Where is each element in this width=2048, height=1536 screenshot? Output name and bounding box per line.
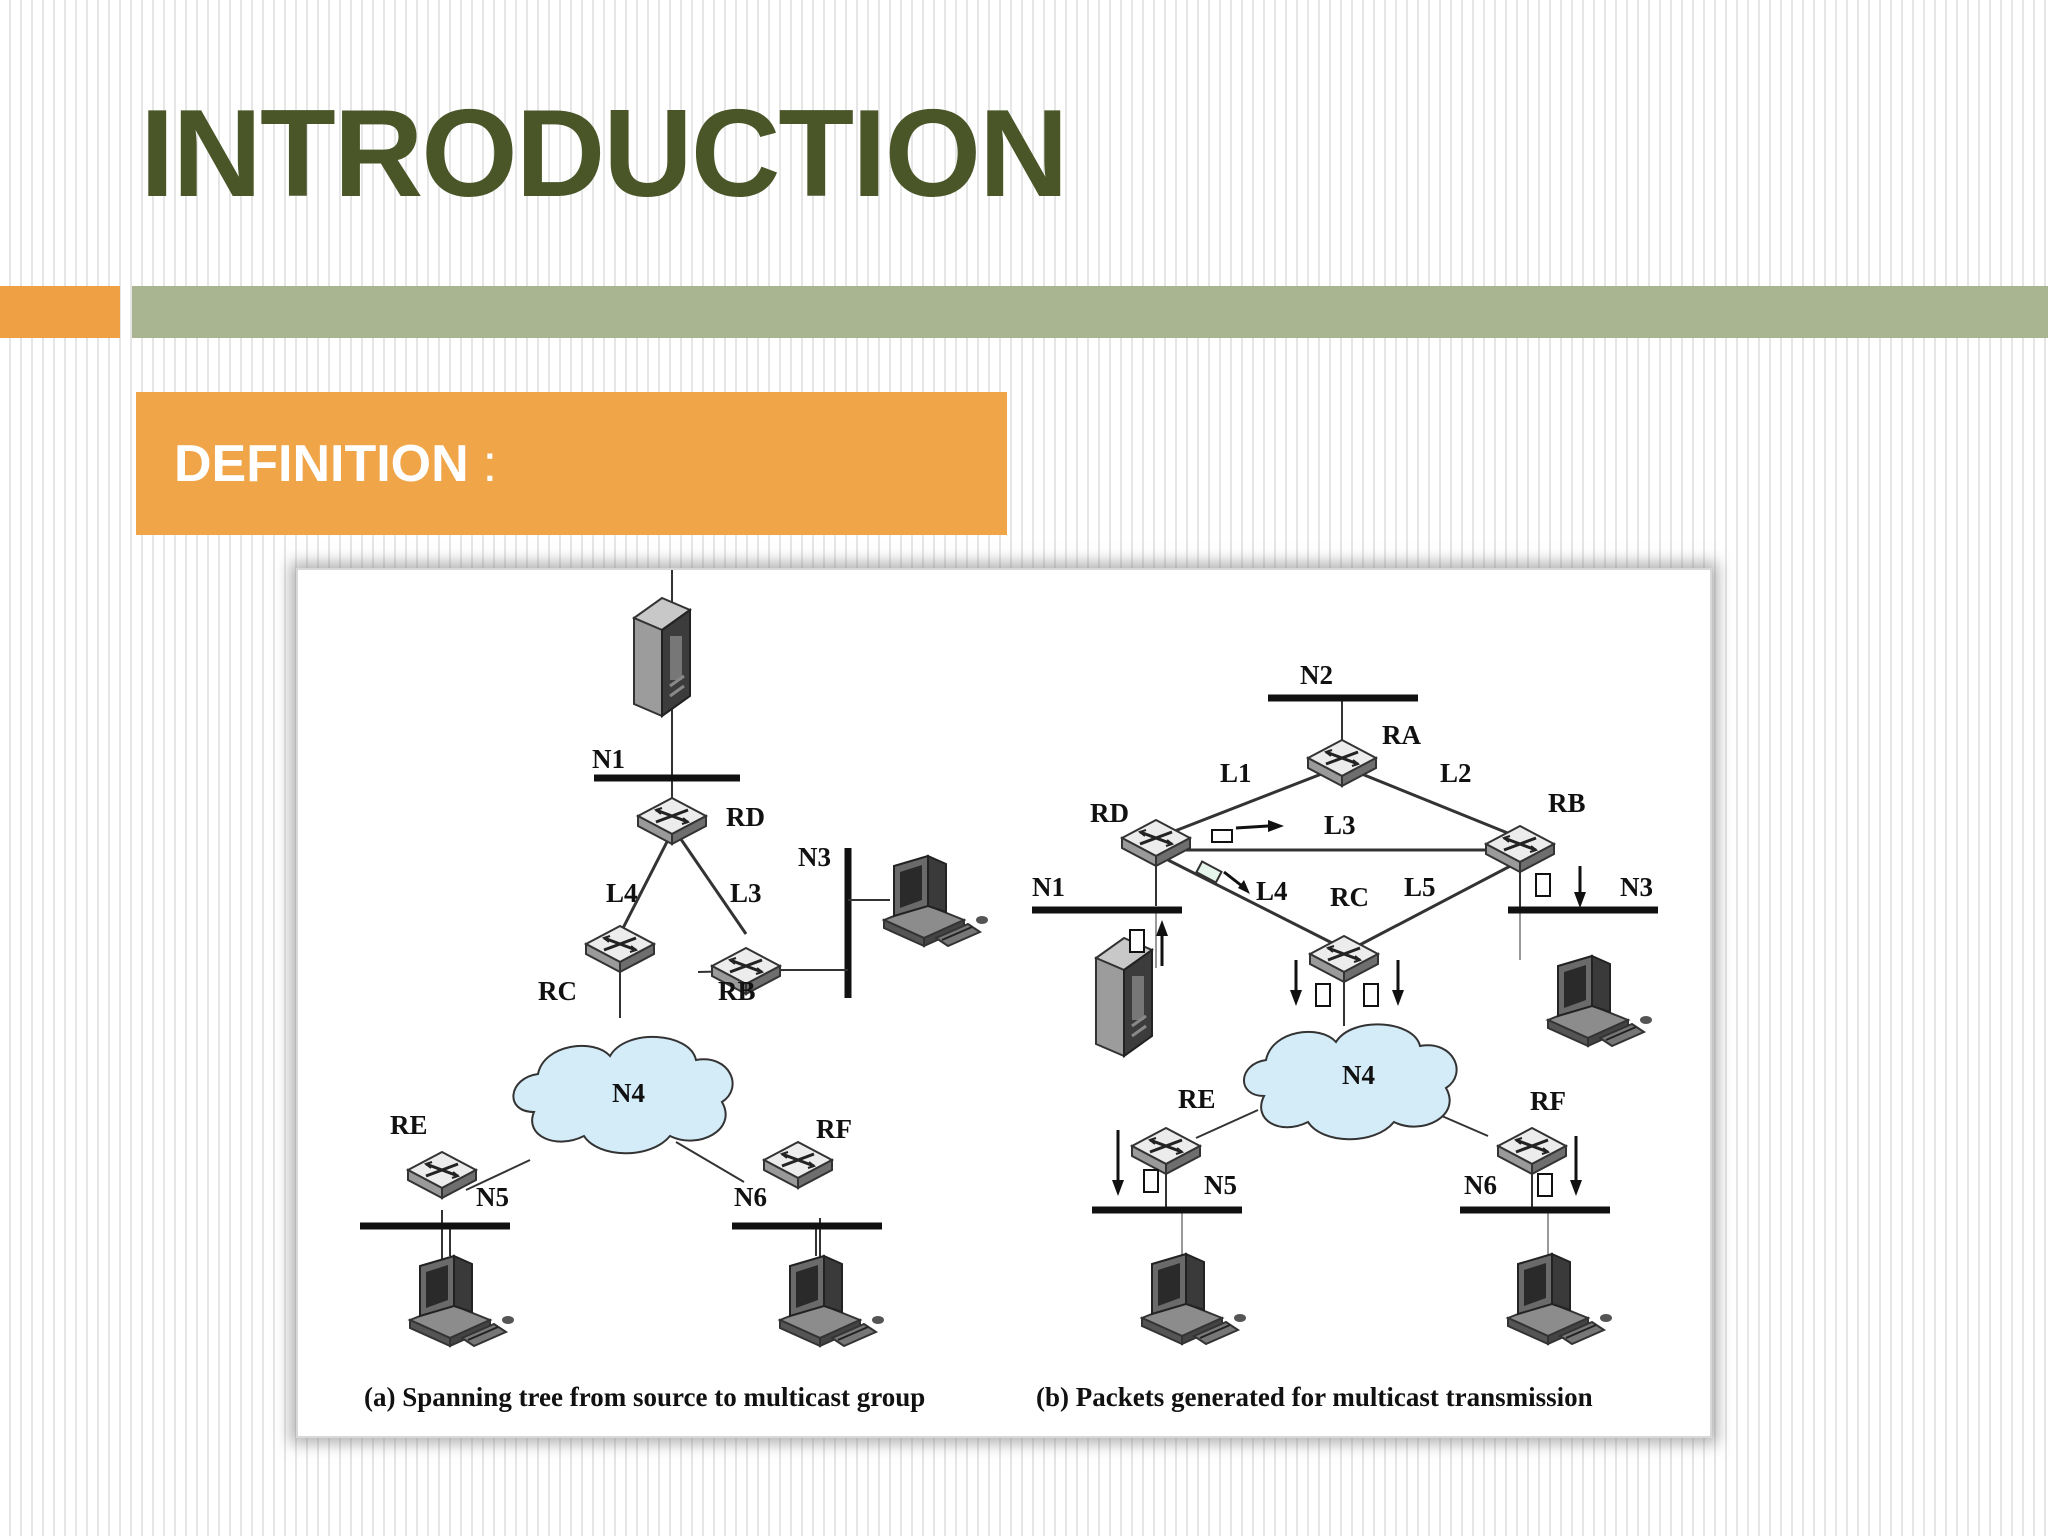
label-rc: RC	[538, 976, 577, 1006]
label-n5: N5	[476, 1182, 509, 1212]
label-n5: N5	[1204, 1170, 1237, 1200]
network-cloud-icon	[512, 1036, 734, 1155]
server-icon	[632, 596, 692, 718]
router-icon	[1306, 738, 1378, 788]
label-l3: L3	[1324, 810, 1356, 840]
definition-label: DEFINITION	[174, 434, 469, 493]
arrow-icon	[1129, 920, 1168, 966]
label-l2: L2	[1440, 758, 1472, 788]
packet-icon	[1211, 820, 1284, 843]
network-cloud-icon	[1243, 1023, 1458, 1141]
label-n6: N6	[1464, 1170, 1497, 1200]
label-n3: N3	[1620, 872, 1653, 902]
label-n2: N2	[1300, 660, 1333, 690]
slide-title: INTRODUCTION	[140, 85, 1069, 223]
label-n4: N4	[1342, 1060, 1375, 1090]
workstation-icon	[1141, 1253, 1247, 1345]
router-icon	[584, 924, 656, 974]
label-n6: N6	[734, 1182, 767, 1212]
router-icon	[406, 1150, 478, 1200]
label-rd: RD	[1090, 798, 1129, 828]
label-re: RE	[1178, 1084, 1216, 1114]
router-icon	[1130, 1126, 1202, 1176]
definition-colon: :	[482, 434, 498, 493]
router-icon	[762, 1140, 834, 1190]
arrow-icon	[1290, 960, 1331, 1007]
multicast-diagram: N1 RD N3 L4 L3 RC RB N4 RE RF N5 N6	[360, 570, 1658, 1412]
router-icon	[1120, 818, 1192, 868]
workstation-icon	[779, 1255, 885, 1347]
router-icon	[1308, 934, 1380, 984]
arrow-icon	[1112, 1130, 1159, 1196]
definition-box: DEFINITION :	[136, 392, 1007, 535]
diagram-a: N1 RD N3 L4 L3 RC RB N4 RE RF N5 N6	[360, 570, 989, 1347]
label-rb: RB	[1548, 788, 1586, 818]
server-icon	[1094, 936, 1154, 1058]
workstation-icon	[409, 1255, 515, 1347]
label-l4: L4	[606, 878, 638, 908]
diagram-b: N2 RA L1 L2 RD L3 RB N1 L4 RC L5 N3 N4 R…	[1032, 660, 1658, 1345]
label-n3: N3	[798, 842, 831, 872]
arrow-icon	[1535, 866, 1586, 908]
label-rf: RF	[816, 1114, 852, 1144]
caption-b: (b) Packets generated for multicast tran…	[1036, 1382, 1593, 1412]
router-icon	[1484, 824, 1556, 874]
caption-a: (a) Spanning tree from source to multica…	[364, 1382, 925, 1412]
workstation-icon	[883, 855, 989, 947]
multicast-figure: N1 RD N3 L4 L3 RC RB N4 RE RF N5 N6	[296, 568, 1712, 1438]
label-l4: L4	[1256, 876, 1288, 906]
packet-icon	[1195, 860, 1250, 894]
label-re: RE	[390, 1110, 428, 1140]
label-rf: RF	[1530, 1086, 1566, 1116]
label-l1: L1	[1220, 758, 1252, 788]
workstation-icon	[1507, 1253, 1613, 1345]
router-icon	[1496, 1126, 1568, 1176]
accent-bar-green	[132, 286, 2048, 338]
arrow-icon	[1537, 1136, 1582, 1197]
workstation-icon	[1547, 955, 1653, 1047]
label-n4: N4	[612, 1078, 645, 1108]
label-rb: RB	[718, 976, 756, 1006]
label-ra: RA	[1382, 720, 1421, 750]
label-rc: RC	[1330, 882, 1369, 912]
label-l3: L3	[730, 878, 762, 908]
label-l5: L5	[1404, 872, 1436, 902]
label-n1: N1	[1032, 872, 1065, 902]
label-rd: RD	[726, 802, 765, 832]
router-icon	[636, 796, 708, 846]
accent-bar-orange	[0, 286, 120, 338]
label-n1: N1	[592, 744, 625, 774]
arrow-icon	[1363, 960, 1404, 1007]
